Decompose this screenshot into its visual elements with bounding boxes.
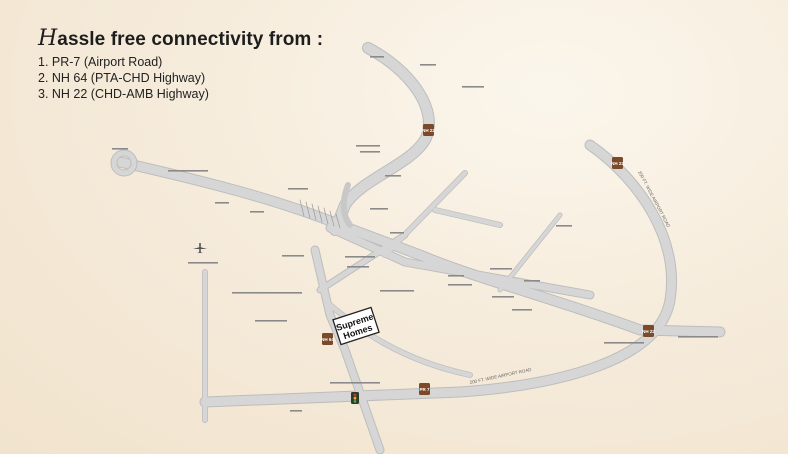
svg-text:NH 22: NH 22 (611, 161, 624, 166)
diagonal-road (317, 232, 408, 293)
highway-shield: NH 22 (642, 325, 655, 337)
airport-road (200, 140, 676, 407)
flyover-hatching (299, 199, 341, 229)
place-markers (112, 56, 718, 412)
main-highway-road (115, 157, 725, 337)
roads (115, 43, 725, 454)
link-road (326, 224, 594, 299)
nh22-north-road (330, 43, 434, 235)
svg-text:PR 7: PR 7 (419, 387, 430, 392)
highway-shield: NH 22 (422, 124, 435, 136)
north-branch-road (382, 170, 468, 258)
east-branch-road (498, 213, 562, 292)
curved-road (327, 302, 473, 378)
svg-text:NH 22: NH 22 (422, 128, 435, 133)
route-item-2: 2. NH 64 (PTA-CHD Highway) (38, 71, 206, 85)
airplane-icon (193, 243, 207, 253)
side-road (432, 207, 503, 228)
highway-shield: NH 64 (321, 333, 334, 345)
traffic-light-icon (351, 392, 359, 404)
title-capital: H (38, 26, 58, 51)
title-text: assle free connectivity from : (57, 29, 324, 50)
nh64-road (311, 246, 384, 454)
svg-text:NH 64: NH 64 (321, 337, 334, 342)
highway-shield: NH 22 (611, 157, 624, 169)
route-item-3: 3. NH 22 (CHD-AMB Highway) (38, 87, 209, 101)
route-list: 1. PR-7 (Airport Road) 2. NH 64 (PTA-CHD… (38, 54, 209, 102)
svg-text:NH 22: NH 22 (642, 329, 655, 334)
highway-shield: PR 7 (419, 383, 430, 395)
route-item-1: 1. PR-7 (Airport Road) (38, 55, 163, 69)
page-title: Hassle free connectivity from : (38, 26, 323, 51)
project-marker: Supreme Homes (332, 306, 380, 346)
